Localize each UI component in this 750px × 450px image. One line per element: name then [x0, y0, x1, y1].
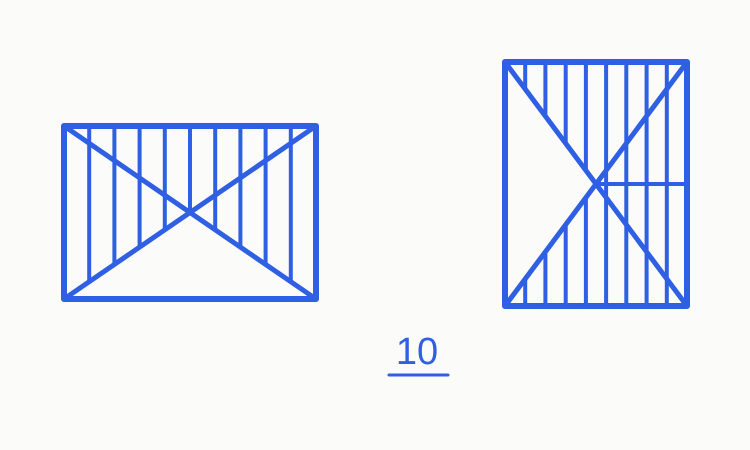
figure-number-label: 10 [396, 331, 438, 373]
left-rectangle-figure [61, 123, 319, 302]
left-diagonal-2 [61, 123, 319, 302]
right-rectangle-figure [502, 59, 690, 309]
left-hatch-lines [87, 124, 293, 284]
